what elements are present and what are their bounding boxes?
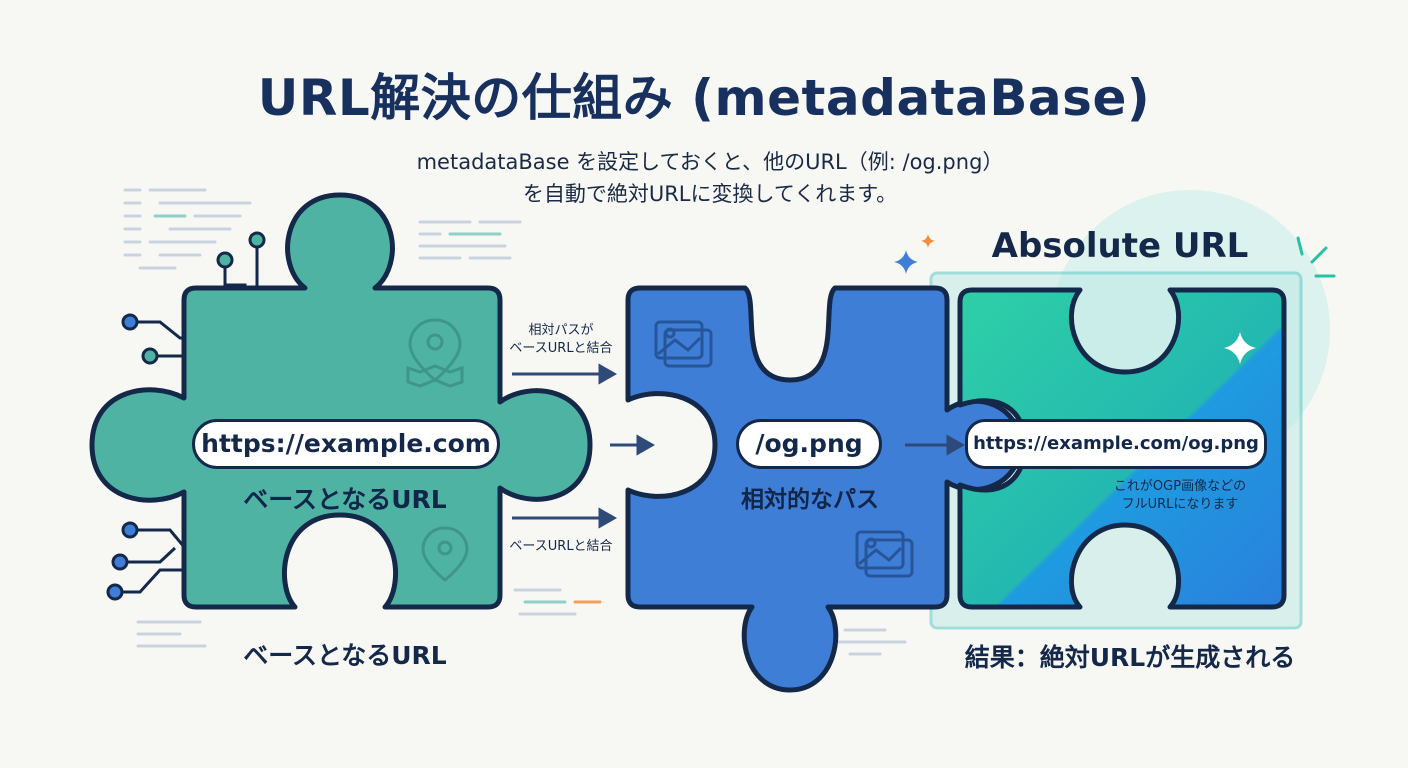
absolute-url-note-line-2: フルURLになります <box>1121 497 1239 512</box>
sparkle-icon <box>1224 332 1256 364</box>
arrow-top-note-line-1: 相対パスが <box>528 323 594 338</box>
arrow-top-note: 相対パスが ベースURLと結合 <box>506 322 616 358</box>
subtitle-line-1: metadataBase を設定しておくと、他のURL（例: /og.png） <box>416 150 1004 174</box>
subtitle-line-2: を自動で絶対URLに変換してくれます。 <box>522 182 898 206</box>
image-icon-bottom <box>855 530 914 578</box>
map-pin-icon <box>406 318 464 388</box>
image-icon-top <box>654 320 713 368</box>
relative-path-label: 相対的なパス <box>741 487 879 513</box>
subtitle: metadataBase を設定しておくと、他のURL（例: /og.png） … <box>300 146 1120 210</box>
code-lines-bottom-center <box>833 628 907 656</box>
absolute-url-heading: Absolute URL <box>991 226 1249 266</box>
result-caption: 結果：絶対URLが生成される <box>964 643 1296 672</box>
code-lines-top-middle <box>418 220 522 260</box>
location-pin-icon <box>421 526 469 582</box>
arrow-top <box>512 363 618 385</box>
relative-path-pill: /og.png <box>736 419 882 469</box>
arrow-middle <box>610 434 656 456</box>
arrow-to-result <box>905 434 966 456</box>
relative-path-puzzle-piece <box>625 285 1023 693</box>
sparkle-icon-blue <box>894 250 918 274</box>
code-lines-bottom-middle <box>513 588 602 616</box>
code-lines-bottom-left <box>136 620 207 648</box>
base-url-label: ベースとなるURL <box>243 485 447 514</box>
sparkle-icon-orange <box>921 234 935 248</box>
base-url-pill: https://example.com <box>192 419 500 469</box>
arrow-bottom-note: ベースURLと結合 <box>509 539 613 554</box>
base-url-puzzle-piece <box>89 192 593 610</box>
shine-lines <box>1296 236 1336 278</box>
base-url-caption: ベースとなるURL <box>243 641 447 670</box>
arrow-bottom <box>512 507 618 529</box>
arrow-top-note-line-2: ベースURLと結合 <box>509 341 613 356</box>
absolute-url-note-line-1: これがOGP画像などの <box>1113 479 1247 494</box>
code-lines-top-left <box>123 188 252 270</box>
page-title: URL解決の仕組み (metadataBase) <box>257 69 1151 127</box>
absolute-url-note: これがOGP画像などの フルURLになります <box>1080 478 1280 514</box>
absolute-url-pill: https://example.com/og.png <box>965 419 1267 469</box>
